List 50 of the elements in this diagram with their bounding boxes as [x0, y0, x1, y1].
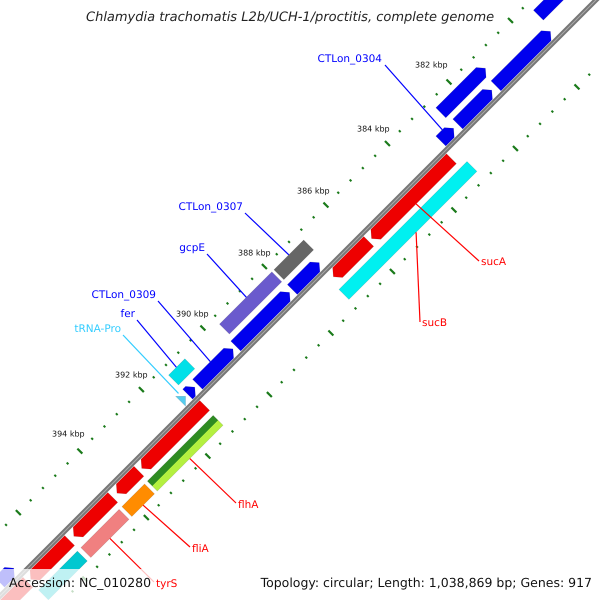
footer-text: Topology: circular; Length: 1,038,869 bp; Genes: 917 — [260, 576, 592, 590]
scale-label: 394 kbp — [52, 430, 85, 440]
gene-label: gcpE — [179, 243, 205, 255]
gene-block — [80, 509, 130, 558]
gene-feature — [490, 30, 552, 92]
leader-line — [158, 300, 211, 362]
scale-label: 384 kbp — [357, 126, 390, 134]
footer-text: Accession: NC_010280 — [9, 576, 152, 590]
scale-label: 388 kbp — [238, 250, 271, 258]
gene-feature — [370, 153, 457, 240]
leader-line — [244, 212, 290, 256]
gene-label: sucA — [481, 257, 506, 269]
gene-label: CTLon_0307 — [178, 202, 243, 214]
gene-label: tyrS — [156, 579, 178, 591]
gene-feature — [332, 236, 374, 278]
gene-feature — [192, 348, 234, 390]
leader-line — [189, 458, 236, 504]
scale-label: 382 kbp — [415, 62, 448, 70]
leader-line — [415, 232, 421, 322]
gene-label: sucB — [422, 318, 448, 330]
gene-block — [146, 414, 224, 492]
leader-line — [206, 254, 247, 298]
gene-block — [122, 484, 155, 517]
gene-label: fliA — [192, 544, 209, 556]
gene-label: fer — [120, 309, 135, 321]
leader-line — [142, 504, 190, 548]
gene-feature — [435, 127, 455, 146]
gene-feature — [452, 89, 493, 130]
gene-feature — [140, 400, 210, 470]
gene-label: flhA — [238, 500, 258, 512]
leader-line — [122, 334, 179, 394]
leader-line — [384, 64, 443, 130]
gene-feature — [116, 466, 144, 494]
scale-label: 390 kbp — [176, 310, 209, 320]
gene-block — [274, 240, 314, 280]
leader-line — [136, 320, 177, 368]
title: Chlamydia trachomatis L2b/UCH-1/proctitis, complete genome — [86, 10, 494, 26]
gene-feature — [230, 291, 291, 352]
gene-marker — [174, 396, 186, 407]
scale-label: 386 kbp — [297, 188, 330, 196]
leader-line — [416, 204, 480, 262]
scale-label: 392 kbp — [115, 372, 148, 380]
gene-block — [219, 271, 282, 334]
gene-label: tRNA-Pro — [74, 324, 121, 336]
gene-label: CTLon_0309 — [92, 290, 156, 302]
gene-block — [338, 161, 478, 300]
gene-block — [168, 358, 196, 386]
gene-label: CTLon_0304 — [318, 54, 382, 66]
gene-feature — [72, 492, 118, 538]
gene-feature — [286, 262, 320, 295]
